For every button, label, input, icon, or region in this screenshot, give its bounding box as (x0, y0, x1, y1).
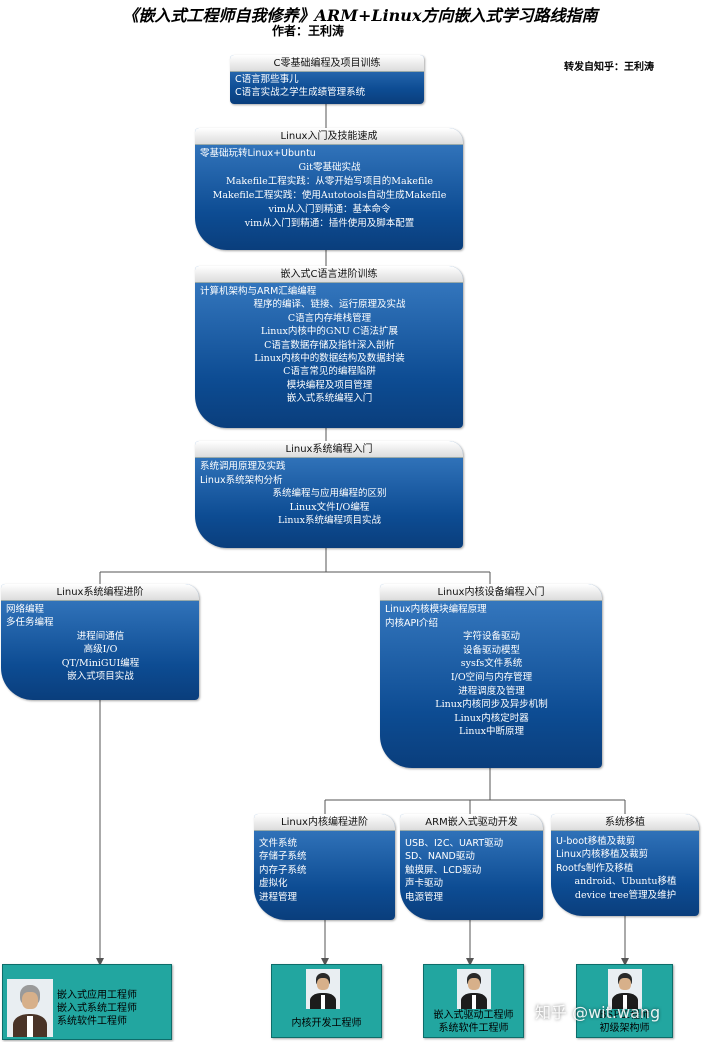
node-line: Linux内核中的数据结构及数据封装 (254, 353, 405, 365)
node-kernel-adv: Linux内核编程进阶 文件系统 存储子系统 内存子系统 虚拟化 进程管理 (254, 814, 395, 920)
node-line: Linux内核移植及裁剪 (556, 849, 649, 861)
author-label: 作者：王利涛 (272, 24, 345, 38)
node-c-adv: 嵌入式C语言进阶训练 计算机架构与ARM汇编编程 程序的编译、链接、运行原理及实… (195, 266, 463, 428)
watermark: 知乎 @wit.wang (535, 1003, 661, 1022)
role-kernel: 内核开发工程师 (271, 964, 382, 1038)
node-line: 嵌入式项目实战 (67, 671, 134, 683)
engineer-avatar-icon (306, 969, 340, 1009)
role-line: 内核开发工程师 (291, 1018, 362, 1029)
node-line: Linux中断原理 (459, 726, 524, 738)
node-line: Linux内核同步及异步机制 (435, 699, 548, 711)
node-line: Git零基础实战 (298, 162, 361, 173)
node-line: 字符设备驱动 (462, 631, 520, 643)
role-line: 系统软件工程师 (57, 1016, 127, 1027)
node-c-basic-title: C零基础编程及项目训练 (230, 55, 424, 72)
node-line: vim从入门到精通：基本命令 (268, 204, 391, 215)
node-line: 内核API介绍 (385, 617, 439, 629)
node-line: C语言那些事儿 (235, 74, 299, 85)
node-line: C语言内存堆栈管理 (287, 312, 372, 324)
node-line: 虚拟化 (259, 878, 288, 890)
node-line: 进程间通信 (76, 630, 125, 642)
node-arm-drv: ARM嵌入式驱动开发 USB、I2C、UART驱动 SD、NAND驱动 触摸屏、… (400, 814, 543, 920)
node-line: U-boot移植及裁剪 (556, 836, 636, 847)
node-line: C语言数据存储及指针深入剖析 (264, 339, 395, 351)
node-line: 系统编程与应用编程的区别 (272, 488, 387, 500)
node-line: 嵌入式系统编程入门 (286, 393, 373, 405)
node-line: USB、I2C、UART驱动 (405, 838, 504, 849)
node-line: 计算机架构与ARM汇编编程 (200, 286, 317, 297)
node-drv-intro-title: Linux内核设备编程入门 (380, 584, 602, 601)
node-arm-drv-title: ARM嵌入式驱动开发 (400, 814, 543, 831)
node-line: C语言常见的编程陷阱 (283, 366, 376, 378)
role-line: 系统软件工程师 (438, 1023, 509, 1034)
node-line: Linux文件I/O编程 (289, 501, 370, 513)
role-line: 嵌入式驱动工程师 (433, 1010, 514, 1021)
role-line: 初级架构师 (599, 1023, 650, 1034)
role-line: BSP工程师 (599, 1010, 650, 1021)
node-line: 进程调度及管理 (458, 685, 525, 697)
node-line: C语言实战之学生成绩管理系统 (235, 86, 366, 98)
node-line: device tree管理及维护 (574, 889, 677, 901)
node-line: 系统调用原理及实践 (200, 461, 286, 472)
node-line: 网络编程 (6, 604, 45, 615)
node-porting-title: 系统移植 (551, 814, 699, 831)
connector-drv-split (324, 768, 626, 814)
node-line: Linux内核模块编程原理 (385, 604, 487, 615)
node-line: sysfs文件系统 (460, 658, 523, 670)
engineer-avatar-icon (7, 979, 53, 1037)
node-sys-intro-title: Linux系统编程入门 (195, 441, 463, 458)
repost-label: 转发自知乎：王利涛 (564, 62, 654, 73)
node-c-basic: C零基础编程及项目训练 C语言那些事儿 C语言实战之学生成绩管理系统 (230, 55, 424, 104)
node-kernel-adv-title: Linux内核编程进阶 (254, 814, 395, 831)
node-line: Makefile工程实践：从零开始写项目的Makefile (225, 176, 434, 187)
node-line: android、Ubuntu移植 (574, 876, 677, 888)
node-line: 文件系统 (259, 838, 298, 849)
node-sys-intro: Linux系统编程入门 系统调用原理及实践 Linux系统架构分析 系统编程与应… (195, 441, 463, 548)
node-line: 触摸屏、LCD驱动 (405, 864, 482, 876)
node-line: 多任务编程 (6, 617, 54, 629)
node-line: Rootfs制作及移植 (556, 862, 634, 874)
node-line: vim从入门到精通：插件使用及脚本配置 (244, 218, 415, 229)
node-line: 程序的编译、链接、运行原理及实战 (253, 299, 406, 311)
engineer-avatar-icon (457, 969, 491, 1009)
role-line: 嵌入式系统工程师 (57, 1003, 137, 1014)
node-line: Linux内核定时器 (454, 712, 529, 724)
node-line: Linux系统架构分析 (200, 474, 283, 486)
node-line: I/O空间与内存管理 (450, 671, 533, 683)
role-app: 嵌入式应用工程师 嵌入式系统工程师 系统软件工程师 (2, 964, 172, 1040)
node-porting: 系统移植 U-boot移植及裁剪 Linux内核移植及裁剪 Rootfs制作及移… (551, 814, 699, 916)
node-line: 电源管理 (405, 891, 444, 903)
node-line: SD、NAND驱动 (405, 851, 475, 863)
node-line: 存储子系统 (259, 851, 307, 863)
connector-sys-split (99, 548, 491, 584)
role-bsp: BSP工程师 初级架构师 (576, 964, 673, 1038)
role-line: 嵌入式应用工程师 (57, 990, 137, 1001)
node-line: Linux内核中的GNU C语法扩展 (260, 326, 399, 338)
node-line: 零基础玩转Linux+Ubuntu (200, 148, 316, 159)
page-title: 《嵌入式工程师自我修养》ARM+Linux方向嵌入式学习路线指南 (122, 6, 598, 25)
node-line: 进程管理 (259, 891, 298, 903)
node-c-adv-title: 嵌入式C语言进阶训练 (195, 266, 463, 283)
node-line: Makefile工程实践：使用Autotools自动生成Makefile (212, 190, 447, 201)
node-line: 模块编程及项目管理 (286, 379, 373, 391)
engineer-avatar-icon (608, 969, 642, 1009)
node-line: 声卡驱动 (405, 878, 444, 890)
node-line: 内存子系统 (259, 864, 307, 876)
node-line: 高级I/O (83, 644, 118, 656)
node-sys-adv: Linux系统编程进阶 网络编程 多任务编程 进程间通信 高级I/O QT/Mi… (1, 584, 199, 700)
node-line: QT/MiniGUI编程 (61, 657, 140, 669)
node-linux-intro-title: Linux入门及技能速成 (195, 128, 463, 145)
role-driver: 嵌入式驱动工程师 系统软件工程师 (423, 964, 524, 1038)
node-line: 设备驱动模型 (462, 644, 520, 656)
node-linux-intro: Linux入门及技能速成 零基础玩转Linux+Ubuntu Git零基础实战 … (195, 128, 463, 250)
node-drv-intro: Linux内核设备编程入门 Linux内核模块编程原理 内核API介绍 字符设备… (380, 584, 602, 768)
node-line: Linux系统编程项目实战 (278, 515, 381, 527)
node-sys-adv-title: Linux系统编程进阶 (1, 584, 199, 601)
